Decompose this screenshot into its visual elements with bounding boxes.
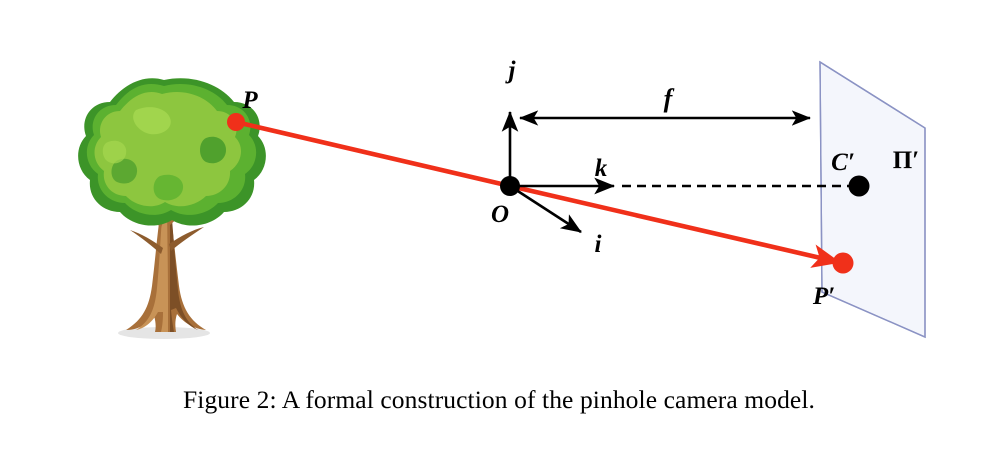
label-axis-i: i: [595, 231, 602, 258]
label-focal-length: f: [664, 84, 675, 113]
pinhole-camera-diagram: P O j k i f C′ Π′ P′: [78, 57, 926, 339]
label-C-prime: C′: [831, 149, 855, 176]
figure-caption: Figure 2: A formal construction of the p…: [182, 385, 815, 414]
label-axis-k: k: [595, 155, 608, 182]
label-plane-pi-prime: Π′: [893, 147, 919, 174]
projected-tree-illustration: [906, 62, 925, 74]
point-marker-P-prime: [832, 252, 854, 274]
ray-segment-O-to-Pprime: [507, 183, 841, 268]
image-plane-outline: [819, 60, 926, 339]
label-O: O: [491, 201, 509, 228]
point-marker-O: [500, 176, 520, 196]
axis-i-arrow: [509, 184, 582, 234]
label-axis-j: j: [505, 57, 517, 84]
ray-segment-P-to-O: [233, 119, 513, 189]
point-marker-C-prime: [848, 175, 870, 197]
image-plane-quad: [819, 60, 926, 339]
label-P: P: [241, 87, 258, 114]
point-marker-P: [227, 113, 245, 131]
label-P-prime: P′: [812, 283, 835, 310]
